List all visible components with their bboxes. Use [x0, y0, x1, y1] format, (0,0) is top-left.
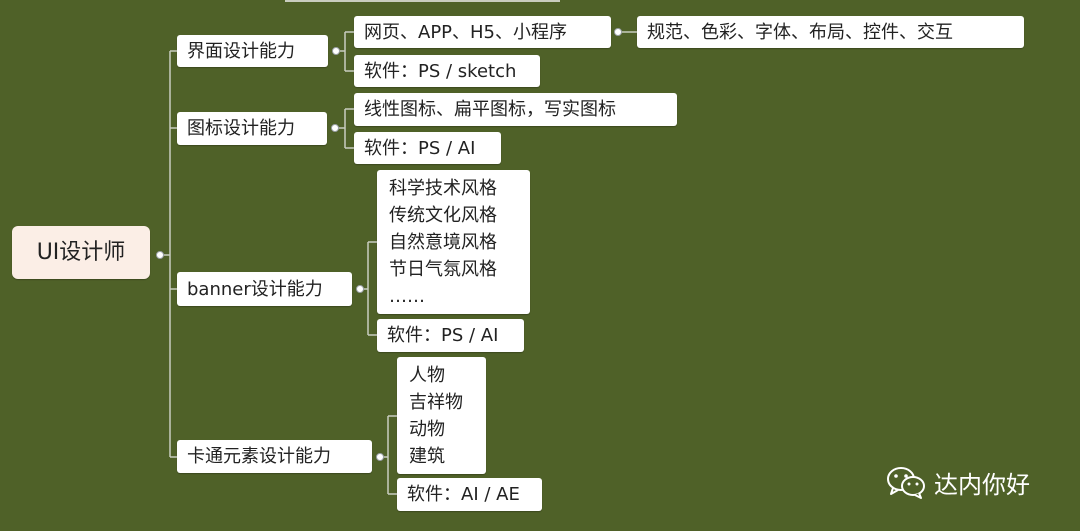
root-node[interactable]: UI设计师	[12, 226, 150, 279]
banner-software[interactable]: 软件：PS / AI	[377, 319, 524, 352]
banner-collapse-dot[interactable]	[356, 285, 364, 293]
branch-banner-design[interactable]: banner设计能力	[177, 272, 352, 306]
connector-cartoon-children	[380, 415, 397, 495]
icon-software[interactable]: 软件：PS / AI	[354, 132, 501, 164]
wechat-watermark: 达内你好	[886, 462, 1030, 502]
cartoon-collapse-dot[interactable]	[376, 453, 384, 461]
icon-styles[interactable]: 线性图标、扁平图标，写实图标	[354, 93, 677, 126]
cartoon-item: 吉祥物	[409, 391, 463, 413]
interface-skills[interactable]: 规范、色彩、字体、布局、控件、交互	[637, 16, 1024, 48]
icon-collapse-dot[interactable]	[331, 124, 339, 132]
wechat-icon	[887, 467, 925, 499]
banner-style-item: 节日气氛风格	[389, 258, 497, 280]
cartoon-items-list[interactable]: 人物 吉祥物 动物 建筑	[397, 357, 486, 474]
cartoon-item: 动物	[409, 418, 445, 440]
interface-software[interactable]: 软件：PS / sketch	[354, 55, 540, 87]
cartoon-item: 建筑	[409, 445, 445, 467]
connector-icon-children	[335, 108, 354, 149]
banner-styles-list[interactable]: 科学技术风格 传统文化风格 自然意境风格 节日气氛风格 ……	[377, 170, 530, 314]
connector-banner-children	[360, 241, 377, 336]
interface-collapse-dot[interactable]	[332, 47, 340, 55]
banner-style-item: 科学技术风格	[389, 177, 497, 199]
platforms-collapse-dot[interactable]	[614, 28, 622, 36]
cartoon-software[interactable]: 软件：AI / AE	[397, 478, 542, 511]
branch-interface-design[interactable]: 界面设计能力	[177, 35, 328, 67]
cartoon-item: 人物	[409, 364, 445, 386]
connector-interface-children	[336, 31, 354, 72]
interface-platforms[interactable]: 网页、APP、H5、小程序	[354, 16, 611, 48]
banner-style-item: 自然意境风格	[389, 231, 497, 253]
banner-style-item: ……	[389, 285, 425, 307]
top-edge-line	[285, 0, 560, 2]
watermark-text: 达内你好	[934, 470, 1030, 499]
branch-cartoon-design[interactable]: 卡通元素设计能力	[177, 440, 372, 473]
branch-icon-design[interactable]: 图标设计能力	[177, 112, 327, 145]
banner-style-item: 传统文化风格	[389, 204, 497, 226]
root-collapse-dot[interactable]	[156, 251, 164, 259]
